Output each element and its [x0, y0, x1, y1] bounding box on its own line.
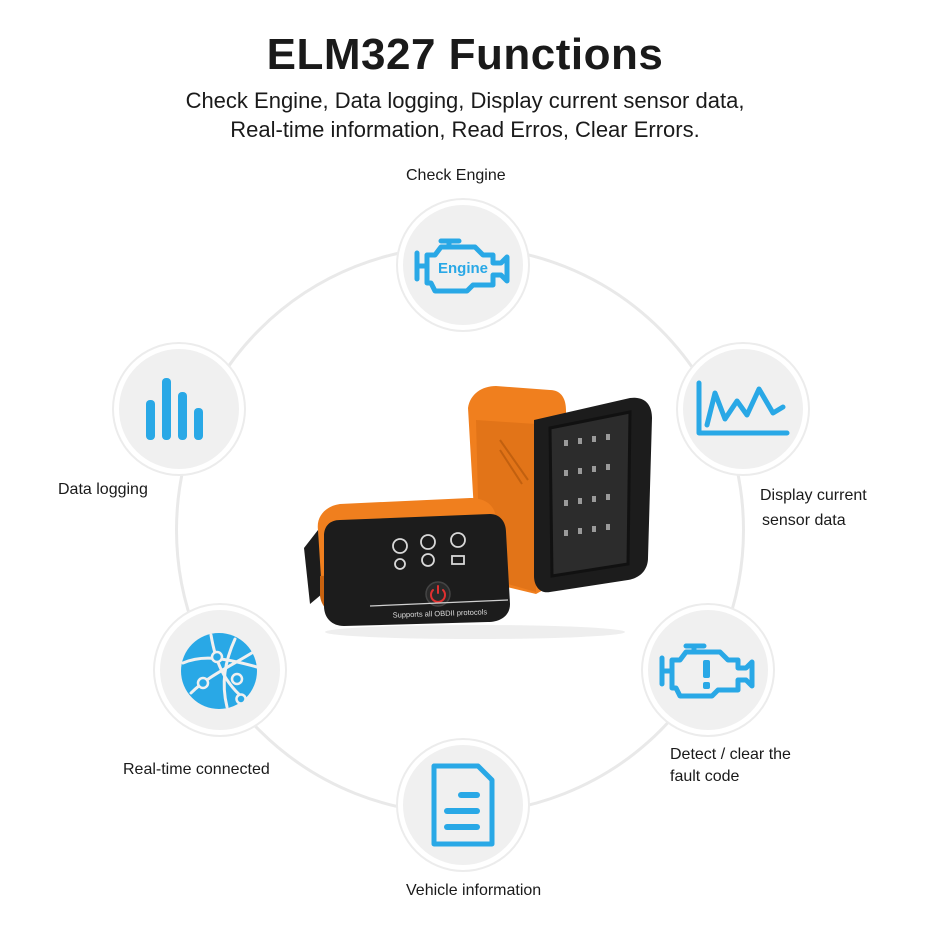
display-sensor-node [678, 344, 808, 474]
page-title: ELM327 Functions [266, 30, 664, 79]
check-engine-node: Engine [398, 200, 528, 330]
subtitle: Check Engine, Data logging, Display curr… [0, 86, 930, 144]
vehicle-info-node [398, 740, 528, 870]
display-sensor-label-1: Display current [760, 487, 867, 504]
display-sensor-label-2: sensor data [762, 512, 846, 529]
vehicle-info-label: Vehicle information [406, 882, 542, 899]
data-logging-label: Data logging [58, 481, 148, 498]
globe-icon [181, 633, 259, 709]
realtime-label: Real-time connected [123, 761, 270, 778]
device-caption: Supports all OBDII protocols [392, 607, 487, 619]
subtitle-line-2: Real-time information, Read Erros, Clear… [230, 117, 700, 142]
engine-icon-text: Engine [438, 260, 488, 277]
bar-chart-icon [146, 378, 203, 440]
document-icon [431, 763, 495, 847]
obd-adapter-front: Supports all OBDII protocols [304, 498, 510, 626]
realtime-node [155, 605, 285, 735]
check-engine-label: Check Engine [406, 167, 506, 184]
fault-code-label-1: Detect / clear the [670, 746, 791, 763]
obd-device-image: Supports all OBDII protocols [304, 386, 652, 639]
engine-icon: Engine [414, 238, 510, 294]
data-logging-node [114, 344, 244, 474]
fault-code-node [643, 605, 773, 735]
obd-connector [468, 386, 652, 594]
subtitle-line-1: Check Engine, Data logging, Display curr… [185, 88, 745, 113]
fault-code-label-2: fault code [670, 768, 740, 785]
line-chart-icon [696, 380, 790, 436]
engine-warning-icon [659, 643, 755, 699]
